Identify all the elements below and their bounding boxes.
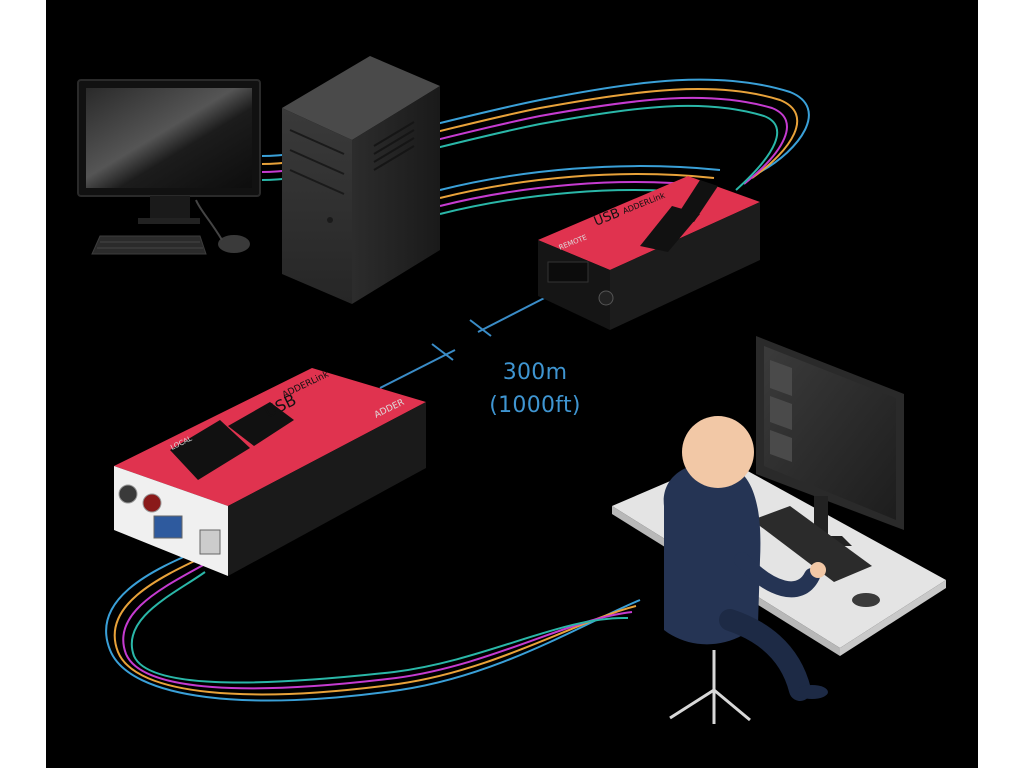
user-workstation-icon bbox=[612, 336, 946, 724]
pc-tower-icon bbox=[282, 56, 440, 304]
distance-label-imperial: (1000ft) bbox=[470, 393, 600, 418]
extender-local-icon: USB ADDERLink ADDER LOCAL bbox=[114, 368, 426, 576]
mouse-icon bbox=[196, 200, 250, 253]
keyboard-icon bbox=[92, 236, 206, 254]
distance-label-metric: 300m bbox=[470, 360, 600, 385]
extender-remote-icon: USB ADDERLink REMOTE bbox=[538, 176, 760, 330]
cable-bundle-bottom bbox=[106, 548, 640, 701]
monitor-icon bbox=[78, 80, 260, 224]
